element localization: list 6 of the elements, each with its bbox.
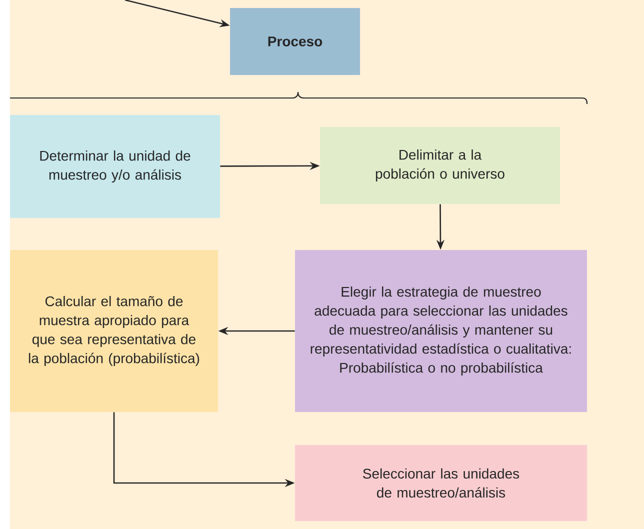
process-box: Delimitar a la población o universo: [320, 127, 560, 204]
process-box: Seleccionar las unidades de muestreo/análisis: [295, 445, 587, 521]
process-box: Elegir la estrategia de muestreo adecuada para seleccionar las unidades de muestreo/análisis y mantener su representatividad estadística o cualitativa: Probabilística o no probabilística: [295, 250, 587, 412]
process-box: Determinar la unidad de muestreo y/o análisis: [10, 115, 220, 218]
process-box: Proceso: [230, 8, 360, 75]
process-box: Calcular el tamaño de muestra apropiado para que sea representativa de la población (probabilística): [10, 250, 218, 412]
